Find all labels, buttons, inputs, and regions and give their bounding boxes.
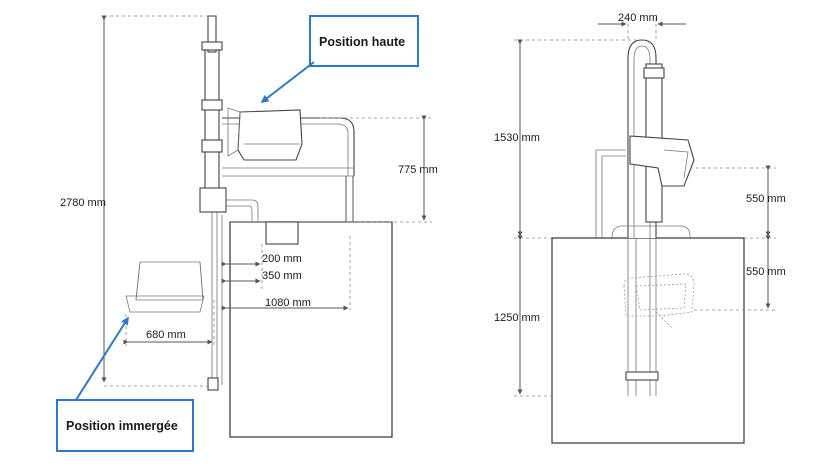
dim-775: 775 mm <box>398 164 438 176</box>
front-view: 240 mm 1530 mm 1250 mm 550 mm 550 mm <box>494 12 786 444</box>
callout-position-haute: Position haute <box>260 15 419 103</box>
pool-wall-front <box>551 237 745 444</box>
dim-350: 350 mm <box>262 270 302 282</box>
callout-position-immergee-label: Position immergée <box>66 419 178 433</box>
dim-550-bottom: 550 mm <box>746 266 786 278</box>
dim-1530: 1530 mm <box>494 132 540 144</box>
dim-200: 200 mm <box>262 253 302 265</box>
side-view: 2780 mm 775 mm 200 mm 350 mm 1080 mm 680… <box>60 15 438 438</box>
seat-high-front <box>629 135 695 187</box>
dim-680: 680 mm <box>146 329 186 341</box>
callout-position-immergee: Position immergée <box>56 316 194 452</box>
dim-550-top: 550 mm <box>746 193 786 205</box>
dim-240: 240 mm <box>618 12 658 24</box>
dim-1080: 1080 mm <box>265 297 311 309</box>
seat-immersed-side <box>125 261 205 313</box>
lift-mast-side <box>199 15 227 391</box>
seat-high-side <box>227 107 303 161</box>
dim-total-height: 2780 mm <box>60 197 106 209</box>
seat-immersed-front <box>623 273 695 329</box>
dim-1250: 1250 mm <box>494 312 540 324</box>
pool-wall-side <box>229 221 393 438</box>
callout-position-haute-label: Position haute <box>319 35 405 49</box>
